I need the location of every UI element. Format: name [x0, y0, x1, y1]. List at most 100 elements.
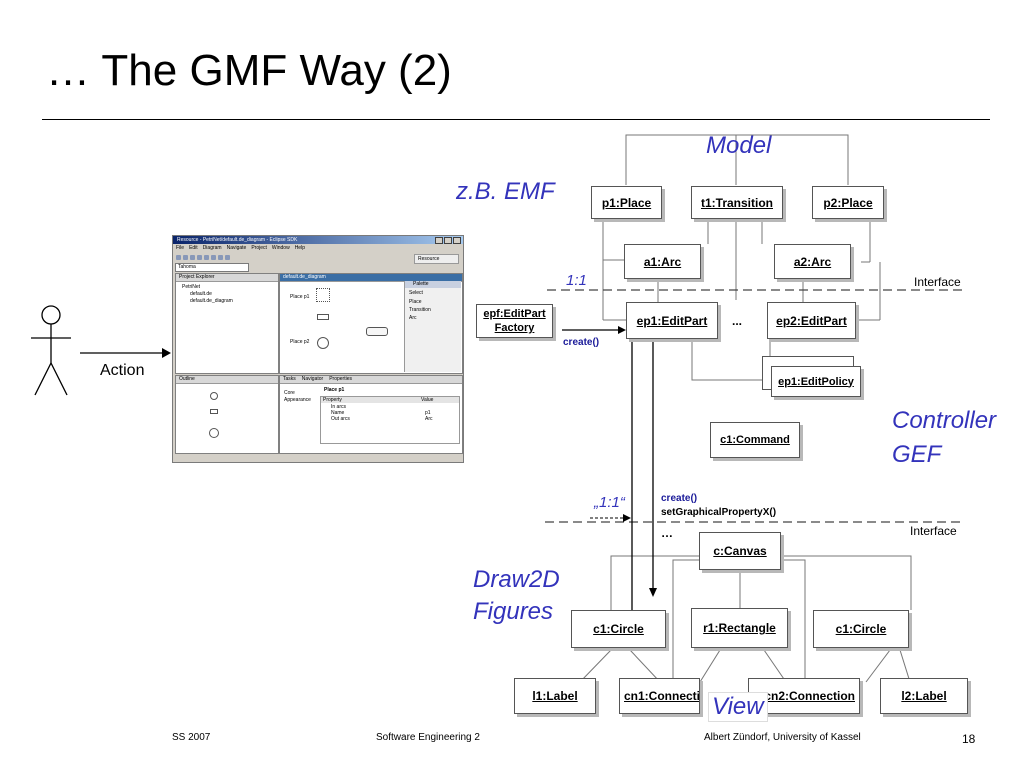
tab-properties[interactable]: Properties: [329, 376, 352, 382]
menu-window[interactable]: Window: [271, 245, 290, 251]
prop-row-out-arcs-value[interactable]: Arc: [425, 416, 433, 422]
prop-row-out-arcs[interactable]: Out arcs: [331, 416, 350, 422]
palette-item-select[interactable]: Select: [409, 290, 423, 296]
font-select[interactable]: Tahoma: [175, 263, 249, 272]
menu-file[interactable]: File: [176, 245, 185, 251]
minimize-icon[interactable]: [435, 237, 443, 244]
prop-row-name[interactable]: Name: [331, 410, 345, 416]
box-r1-rectangle: r1:Rectangle: [691, 608, 788, 648]
box-c1-circle-left: c1:Circle: [571, 610, 666, 648]
diagram-place-p1-label: Place p1: [290, 294, 310, 300]
box-c1-circle-right: c1:Circle: [813, 610, 909, 648]
box-ep2-editpart: ep2:EditPart: [767, 302, 856, 339]
palette-item-place[interactable]: Place: [409, 299, 422, 305]
page-number: 18: [962, 732, 976, 746]
prop-row-name-value[interactable]: p1: [425, 410, 431, 416]
outline-transition-icon: [210, 409, 218, 414]
action-label: Action: [100, 362, 145, 379]
props-table-header: Property Value: [321, 397, 459, 403]
maximize-icon[interactable]: [444, 237, 452, 244]
box-t1-transition: t1:Transition: [691, 186, 783, 219]
label-view: View: [708, 692, 768, 722]
ratio-bottom: „1:1“: [594, 494, 625, 511]
footer-center: Software Engineering 2: [376, 732, 480, 743]
create-label: create(): [563, 337, 600, 348]
tree-item-default-de[interactable]: default.de: [190, 291, 212, 297]
debug-icon[interactable]: [204, 255, 209, 260]
editpart-ellipsis: ...: [732, 314, 743, 328]
label-gef: GEF: [892, 441, 942, 468]
editpart-factory-line2: Factory: [494, 322, 535, 334]
diagram-place-p2-label: Place p2: [290, 339, 310, 345]
footer-left: SS 2007: [172, 732, 211, 743]
prop-row-in-arcs[interactable]: In arcs: [331, 404, 347, 410]
palette-item-arc[interactable]: Arc: [409, 315, 417, 321]
box-p2-place: p2:Place: [812, 186, 884, 219]
tab-project-explorer[interactable]: Project Explorer: [176, 274, 278, 282]
close-icon[interactable]: [453, 237, 461, 244]
properties-table: Property Value In arcs Name p1 Out arcs …: [320, 396, 460, 444]
perspective-button[interactable]: Resource: [414, 254, 459, 264]
menu-diagram[interactable]: Diagram: [202, 245, 222, 251]
title-divider: [42, 119, 990, 120]
eclipse-titlebar: Resource - PetriNet/default.de_diagram -…: [173, 236, 463, 244]
ellipsis-bottom: …: [661, 526, 673, 540]
col-value: Value: [421, 397, 434, 403]
create-label-2: create(): [661, 493, 698, 504]
menu-navigate[interactable]: Navigate: [226, 245, 247, 251]
palette-title: Palette: [405, 281, 461, 288]
print-icon[interactable]: [190, 255, 195, 260]
forward-icon[interactable]: [225, 255, 230, 260]
label-model: Model: [706, 132, 772, 159]
props-category-core[interactable]: Core: [284, 390, 295, 396]
bottom-tabs: Tasks Navigator Properties: [280, 376, 462, 384]
diagram-editor-pane: default.de_diagram Place p1 Place p2 Pal…: [279, 273, 463, 374]
tree-item-petrinet[interactable]: PetriNet: [182, 284, 201, 290]
tab-outline[interactable]: Outline: [176, 376, 278, 384]
project-explorer-pane: Project Explorer PetriNet default.de def…: [175, 273, 279, 374]
palette-item-transition[interactable]: Transition: [409, 307, 431, 313]
palette-panel: Palette Select Place Transition Arc: [404, 281, 461, 372]
eclipse-toolbar: [175, 253, 461, 262]
box-c-canvas: c:Canvas: [699, 532, 781, 570]
menu-project[interactable]: Project: [251, 245, 267, 251]
editpart-factory-line1: epf:EditPart: [483, 308, 546, 320]
label-emf: z.B. EMF: [456, 178, 555, 205]
box-ep1-editpolicy: ep1:EditPolicy: [771, 366, 861, 397]
tree-item-default-diagram[interactable]: default.de_diagram: [190, 298, 233, 304]
properties-pane: Tasks Navigator Properties Core Appearan…: [279, 375, 463, 454]
outline-pane: Outline: [175, 375, 279, 454]
eclipse-menubar: File Edit Diagram Navigate Project Windo…: [173, 244, 463, 252]
menu-help[interactable]: Help: [294, 245, 305, 251]
popup-bar[interactable]: [366, 327, 388, 336]
back-icon[interactable]: [218, 255, 223, 260]
set-graphical-property-label: setGraphicalPropertyX(): [661, 507, 777, 518]
tab-diagram-editor[interactable]: default.de_diagram: [280, 274, 462, 282]
run-icon[interactable]: [197, 255, 202, 260]
label-figures: Figures: [473, 598, 554, 625]
interface-label-top: Interface: [914, 275, 961, 289]
slide-title: … The GMF Way (2): [46, 46, 452, 95]
new-icon[interactable]: [176, 255, 181, 260]
box-l1-label: l1:Label: [514, 678, 596, 714]
props-category-appearance[interactable]: Appearance: [284, 397, 311, 403]
tab-navigator[interactable]: Navigator: [301, 376, 324, 382]
box-editpart-factory: epf:EditPart Factory: [476, 304, 553, 338]
menu-edit[interactable]: Edit: [189, 245, 198, 251]
transition-node[interactable]: [317, 314, 329, 320]
action-arrow: [80, 348, 171, 358]
ratio-top: 1:1: [566, 272, 587, 289]
place-p1-node[interactable]: [316, 288, 330, 302]
actor-stick-figure: [26, 305, 76, 397]
eclipse-window-title: Resource - PetriNet/default.de_diagram -…: [177, 237, 298, 243]
footer-right: Albert Zündorf, University of Kassel: [704, 732, 861, 743]
save-icon[interactable]: [183, 255, 188, 260]
box-l2-label: l2:Label: [880, 678, 968, 714]
place-p2-node[interactable]: [317, 337, 329, 349]
box-p1-place: p1:Place: [591, 186, 662, 219]
search-icon[interactable]: [211, 255, 216, 260]
outline-place2-icon: [209, 428, 219, 438]
tab-tasks[interactable]: Tasks: [283, 376, 296, 382]
box-a1-arc: a1:Arc: [624, 244, 701, 279]
